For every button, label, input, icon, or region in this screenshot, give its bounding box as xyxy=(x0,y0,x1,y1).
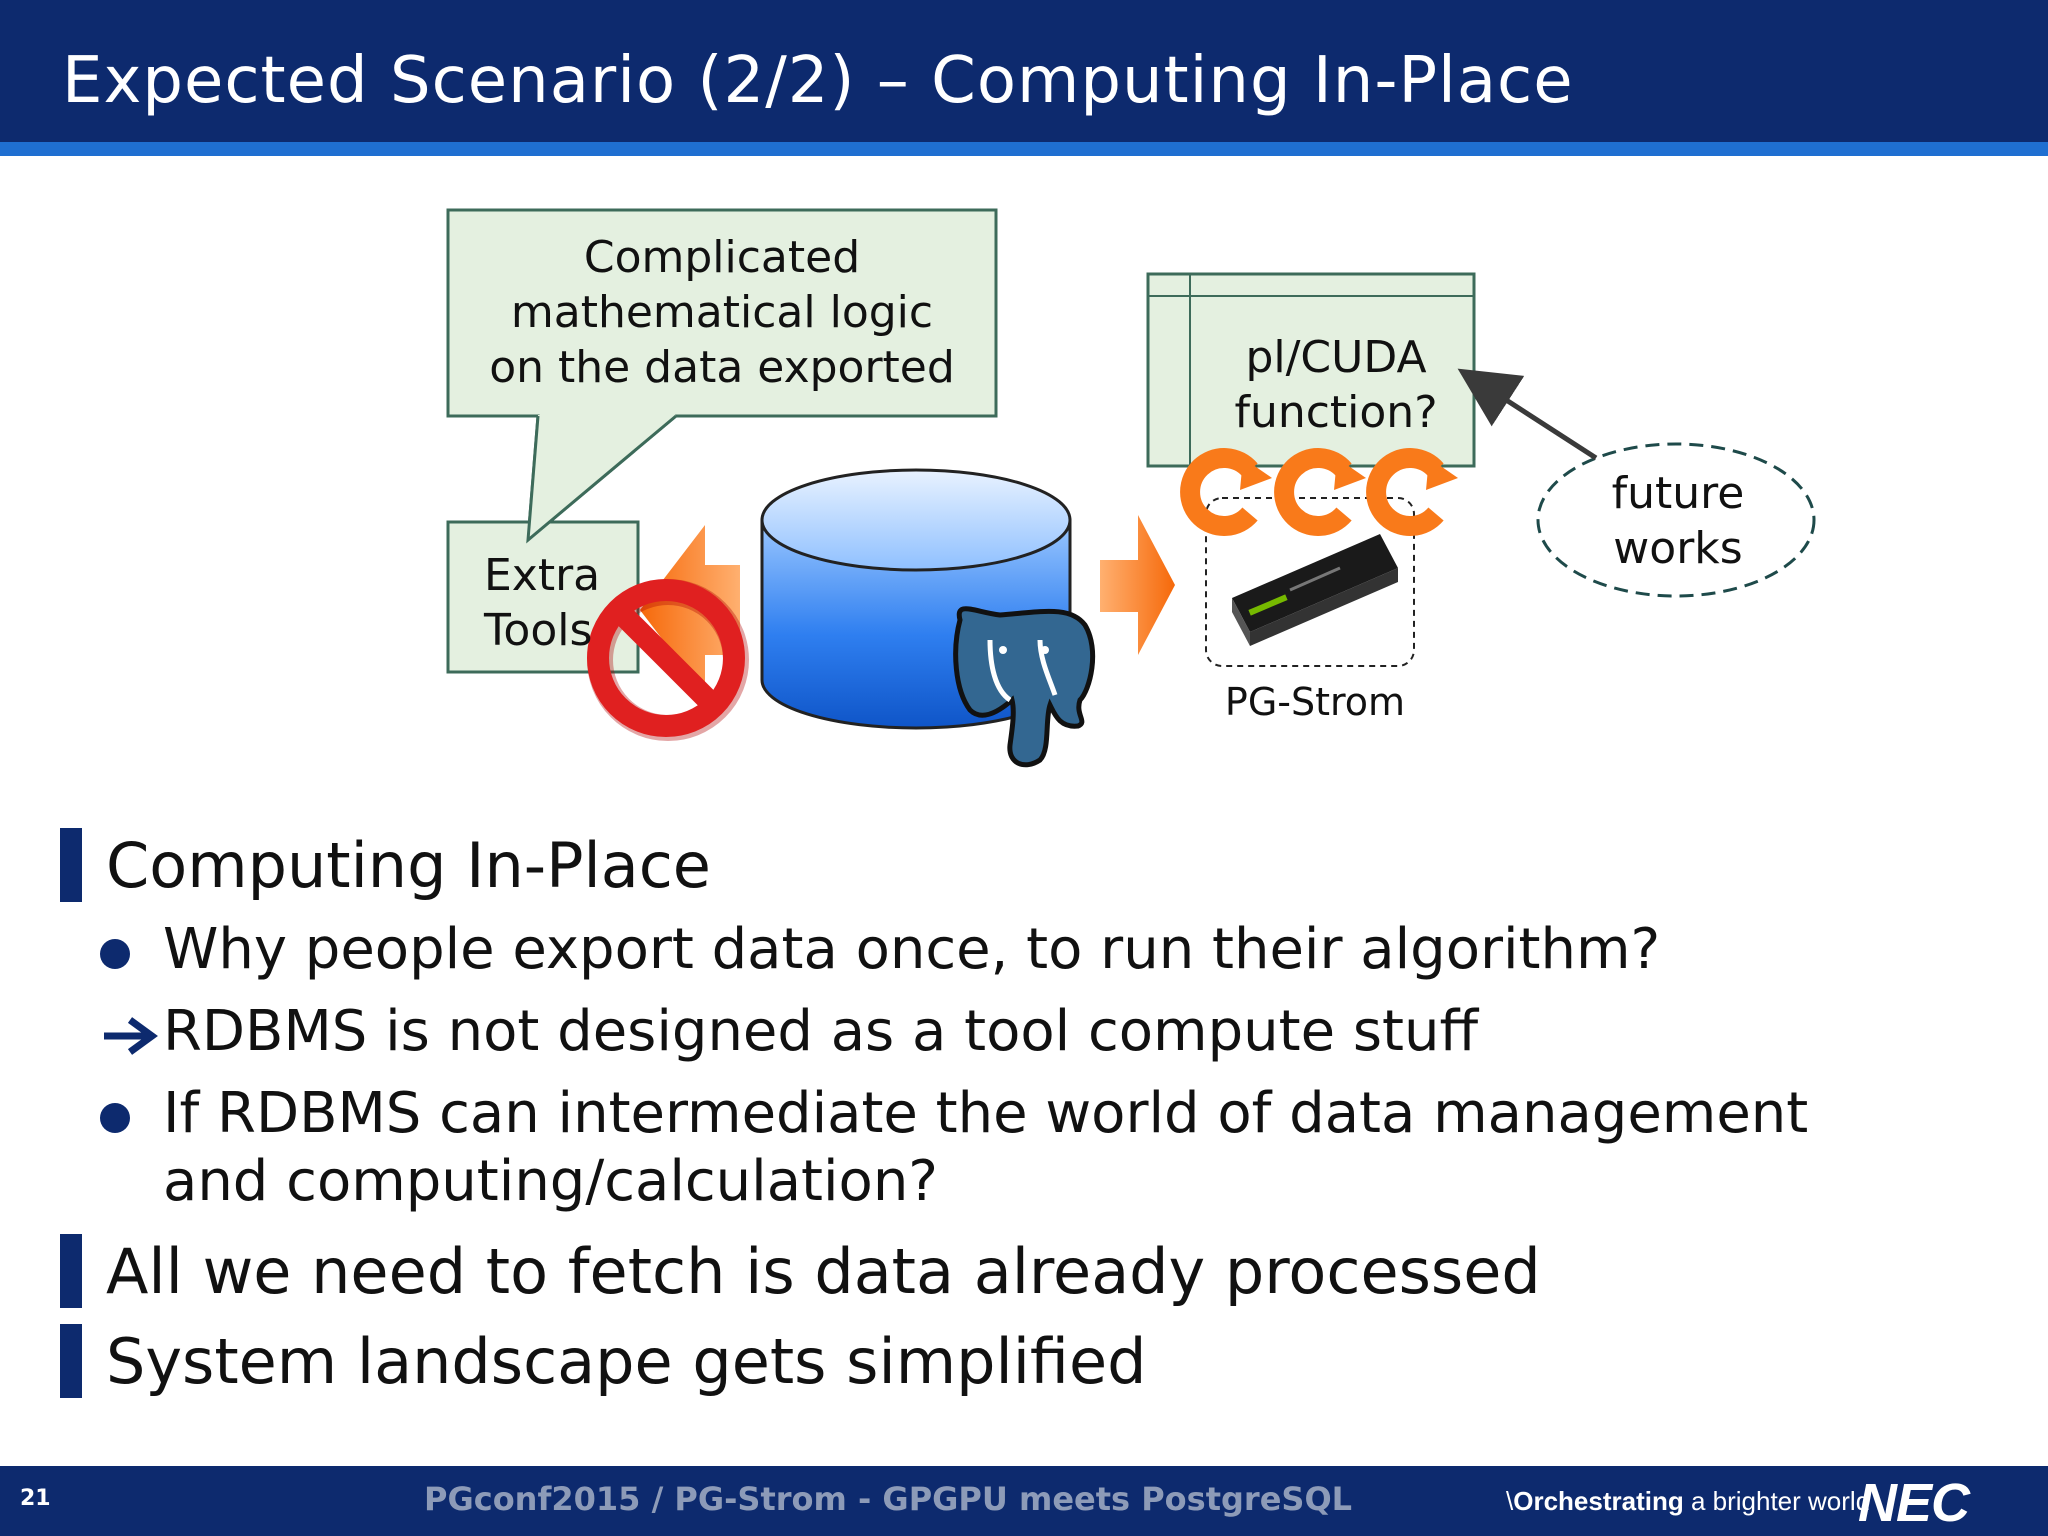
heading-landscape-simplified: System landscape gets simplified xyxy=(60,1324,1146,1398)
cycle-arrows-icon xyxy=(1180,448,1458,536)
heading-fetch-processed: All we need to fetch is data already pro… xyxy=(60,1234,1541,1308)
title-stripe xyxy=(0,142,2048,156)
postgresql-elephant-icon xyxy=(953,606,1096,768)
tagline: \Orchestrating a brighter world xyxy=(1506,1486,1870,1517)
heading-bar xyxy=(60,828,82,902)
pg-strom-label: PG-Strom xyxy=(1224,680,1406,724)
bullet-text: Why people export data once, to run thei… xyxy=(163,917,1661,982)
extra-tools-label: Extra Tools xyxy=(484,550,601,656)
heading-text: Computing In-Place xyxy=(106,828,711,902)
bullet-dot-icon xyxy=(100,939,130,969)
page-title: Expected Scenario (2/2) – Computing In-P… xyxy=(62,44,1574,118)
heading-text: All we need to fetch is data already pro… xyxy=(106,1234,1541,1308)
process-arrow-right xyxy=(1100,515,1175,655)
callout-text: Complicated mathematical logic on the da… xyxy=(489,232,955,393)
heading-text: System landscape gets simplified xyxy=(106,1324,1147,1398)
heading-bar xyxy=(60,1324,82,1398)
bullet-text: If RDBMS can intermediate the world of d… xyxy=(163,1081,1809,1214)
tagline-rest: a brighter world xyxy=(1683,1486,1871,1516)
footer-bar: 21 PGconf2015 / PG-Strom - GPGPU meets P… xyxy=(0,1466,2048,1536)
heading-computing-in-place: Computing In-Place xyxy=(60,828,711,902)
bullet-dot-icon xyxy=(100,1103,130,1133)
gpu-card-icon xyxy=(1232,534,1398,646)
prohibited-icon xyxy=(587,579,749,741)
tagline-slash: \ xyxy=(1506,1486,1514,1516)
page-number: 21 xyxy=(20,1486,51,1511)
future-arrow xyxy=(1457,368,1598,461)
right-arrow-icon xyxy=(104,1017,158,1055)
arrow-item-text: RDBMS is not designed as a tool compute … xyxy=(163,999,1479,1064)
export-arrow-left xyxy=(640,525,740,695)
bullet-item: Why people export data once, to run thei… xyxy=(100,916,1660,984)
tagline-bold: Orchestrating xyxy=(1513,1486,1684,1516)
footer-title: PGconf2015 / PG-Strom - GPGPU meets Post… xyxy=(424,1480,1353,1518)
bullet-item: If RDBMS can intermediate the world of d… xyxy=(100,1080,1808,1216)
title-bar: Expected Scenario (2/2) – Computing In-P… xyxy=(0,0,2048,142)
future-works-label: future works xyxy=(1611,468,1745,574)
arrow-item: RDBMS is not designed as a tool compute … xyxy=(100,998,1478,1066)
cuda-function-label: pl/CUDA function? xyxy=(1234,332,1438,438)
heading-bar xyxy=(60,1234,82,1308)
nec-logo: NEC xyxy=(1858,1473,1970,1533)
future-works-bubble xyxy=(1536,442,1816,598)
diagram xyxy=(446,208,1816,768)
